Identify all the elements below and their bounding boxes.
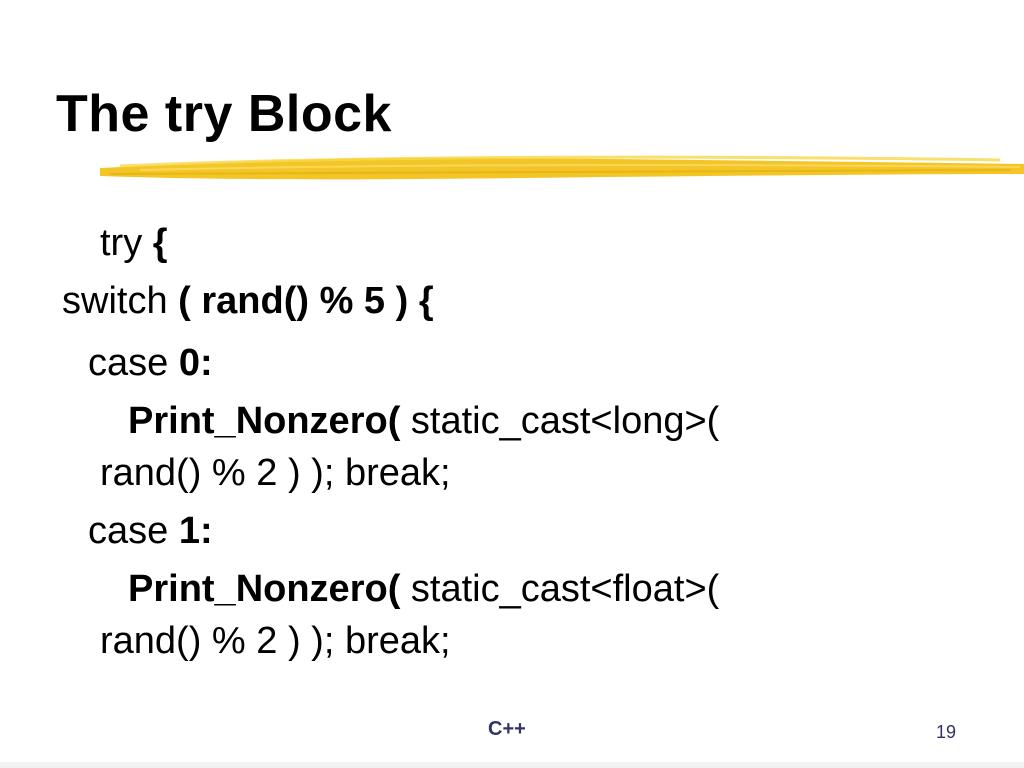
code-normal-text: switch — [62, 280, 179, 322]
code-line-print-long: Print_Nonzero( static_cast<long>( — [128, 398, 719, 444]
code-normal-text: try — [100, 222, 153, 264]
code-bold-text: { — [152, 222, 168, 264]
code-normal-text: rand() % 2 ) ); break; — [100, 620, 451, 662]
code-bold-text: Print_Nonzero( — [128, 568, 401, 610]
code-normal-text: static_cast<float>( — [400, 568, 720, 610]
code-normal-text: rand() % 2 ) ); break; — [100, 452, 451, 494]
slide-title: The try Block — [56, 85, 392, 143]
title-underline-brush — [100, 155, 1024, 180]
code-normal-text: case — [88, 510, 179, 552]
code-line-switch: switch ( rand() % 5 ) { — [62, 278, 434, 324]
code-bold-text: Print_Nonzero( — [128, 400, 401, 442]
code-bold-text: 1: — [178, 510, 213, 552]
code-bold-text: ( rand() % 5 ) { — [178, 280, 434, 322]
code-line-case-0: case 0: — [88, 340, 213, 386]
code-line-print-long-cont: rand() % 2 ) ); break; — [100, 450, 451, 496]
code-line-print-float: Print_Nonzero( static_cast<float>( — [128, 566, 719, 612]
code-normal-text: case — [88, 342, 179, 384]
bottom-edge — [0, 762, 1024, 768]
page-number: 19 — [936, 722, 957, 742]
code-line-try: try { — [100, 220, 168, 266]
code-line-case-1: case 1: — [88, 508, 213, 554]
code-normal-text: static_cast<long>( — [400, 400, 720, 442]
footer-label: C++ — [488, 718, 526, 740]
code-line-print-float-cont: rand() % 2 ) ); break; — [100, 618, 451, 664]
code-bold-text: 0: — [178, 342, 213, 384]
